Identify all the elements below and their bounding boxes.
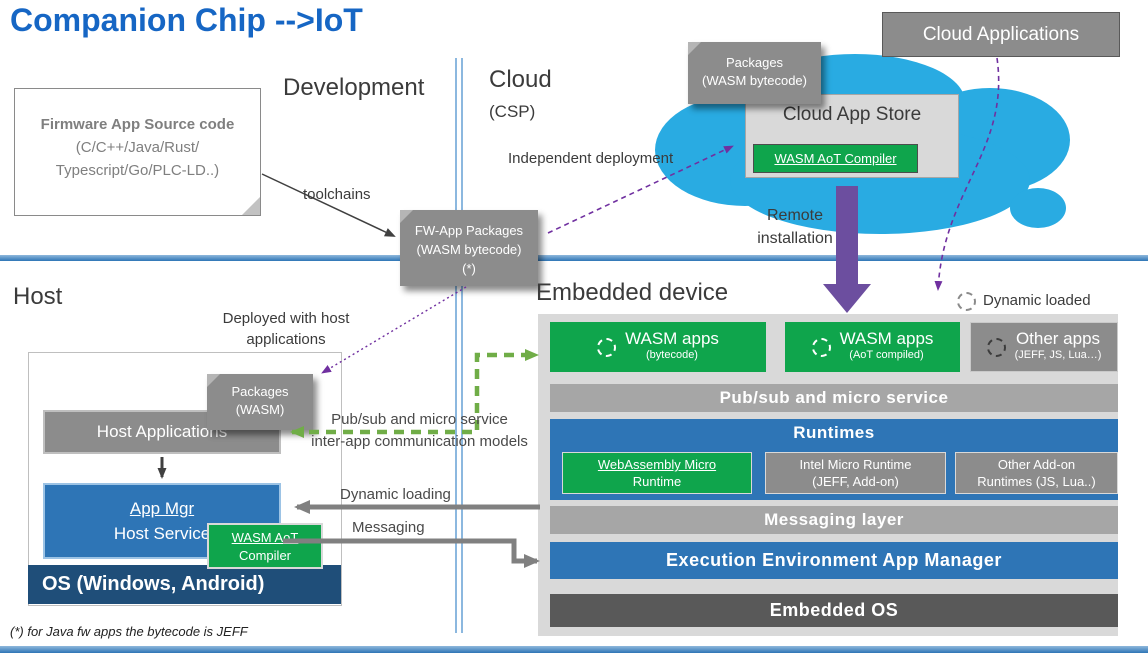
spinner-icon [811,337,831,357]
pubsub-models-label: Pub/sub and micro service inter-app comm… [297,409,542,453]
host-applications-box: Host Applications [43,410,281,454]
remote-installation-line1: Remote [766,207,824,224]
spinner-icon [986,337,1006,357]
fw-packages-line1: FW-App Packages [414,223,524,238]
app-mgr-line2: Host Service [113,524,211,543]
fw-app-packages-note: FW-App Packages (WASM bytecode) (*) [400,210,538,286]
vertical-divider [455,58,463,633]
wasm-apps-bytecode-title: WASM apps [625,329,719,348]
host-wasm-aot-compiler-box: WASM AoT Compiler [207,523,323,569]
remote-installation-label: Remote installation [745,204,845,250]
wamr-line1: WebAssembly Micro [597,457,717,472]
toolchains-arrow [261,173,396,237]
wasm-apps-bytecode-box: WASM apps (bytecode) [550,322,766,372]
host-os-bar: OS (Windows, Android) [28,565,341,604]
folded-corner-icon [242,197,260,215]
wasm-apps-aot-subtitle: (AoT compiled) [849,349,924,361]
host-wasm-aot-line1: WASM AoT [231,530,299,545]
dynamic-loaded-label: Dynamic loaded [983,292,1091,309]
cloud-wasm-aot-compiler-box: WASM AoT Compiler [753,144,918,173]
host-container [28,352,342,606]
deployed-line1: Deployed with host [222,310,350,327]
firmware-source-line3: Typescript/Go/PLC-LD..) [55,162,220,179]
cloud-packages-line2: (WASM bytecode) [702,73,807,88]
pubsub-models-line1: Pub/sub and micro service [331,411,508,428]
messaging-label: Messaging [352,519,425,536]
wamr-line2: Runtime [632,474,682,489]
wasm-apps-bytecode-subtitle: (bytecode) [646,349,698,361]
folded-corner-icon [207,374,220,387]
section-label-development: Development [283,74,425,101]
fw-packages-line3: (*) [462,261,476,276]
firmware-source-title: Firmware App Source code [40,116,235,133]
app-mgr-line1: App Mgr [129,499,195,518]
independent-deployment-label: Independent deployment [508,150,674,167]
deployed-line2: applications [246,331,326,348]
deployed-with-host-label: Deployed with host applications [206,308,366,350]
dynamic-loading-label: Dynamic loading [340,486,451,503]
other-runtime-line2: Runtimes (JS, Lua..) [977,474,1096,489]
host-packages-line2: (WASM) [235,402,285,417]
other-runtime-line1: Other Add-on [997,457,1076,472]
pubsub-micro-service-bar: Pub/sub and micro service [550,384,1118,412]
folded-corner-icon [688,42,701,55]
spinner-icon [597,337,617,357]
footnote: (*) for Java fw apps the bytecode is JEF… [10,624,248,639]
intel-micro-runtime-box: Intel Micro Runtime (JEFF, Add-on) [765,452,946,494]
intel-runtime-line1: Intel Micro Runtime [799,457,912,472]
page-title: Companion Chip -->IoT [10,2,363,38]
spinner-icon [957,292,976,311]
webassembly-micro-runtime-box: WebAssembly Micro Runtime [562,452,752,494]
runtimes-title: Runtimes [793,423,875,442]
cloud-packages-note: Packages (WASM bytecode) [688,42,821,104]
cloud-applications-box: Cloud Applications [882,12,1120,57]
execution-environment-bar: Execution Environment App Manager [550,542,1118,579]
section-label-host: Host [13,283,63,310]
cloud-app-store-title: Cloud App Store [782,104,922,125]
firmware-source-line2: (C/C++/Java/Rust/ [75,139,200,156]
folded-corner-icon [400,210,413,223]
pubsub-models-line2: inter-app communication models [311,433,528,450]
section-label-csp: (CSP) [489,102,536,121]
host-wasm-aot-line2: Compiler [238,548,291,563]
wasm-apps-aot-box: WASM apps (AoT compiled) [785,322,960,372]
horizontal-divider [0,255,1148,261]
fw-packages-line2: (WASM bytecode) [416,242,522,257]
other-addon-runtimes-box: Other Add-on Runtimes (JS, Lua..) [955,452,1118,494]
cloud-packages-line1: Packages [725,55,784,70]
host-packages-line1: Packages [231,384,289,399]
other-apps-box: Other apps (JEFF, JS, Lua…) [970,322,1118,372]
toolchains-label: toolchains [303,186,371,203]
remote-installation-line2: installation [757,230,833,247]
section-label-cloud: Cloud [489,66,552,93]
other-apps-subtitle: (JEFF, JS, Lua…) [1014,349,1102,361]
wasm-apps-aot-title: WASM apps [839,329,934,348]
messaging-layer-bar: Messaging layer [550,506,1118,534]
section-label-embedded-device: Embedded device [536,279,729,306]
embedded-os-bar: Embedded OS [550,594,1118,627]
bottom-edge-bar [0,646,1148,653]
intel-runtime-line2: (JEFF, Add-on) [812,474,899,489]
firmware-source-box: Firmware App Source code (C/C++/Java/Rus… [14,88,261,216]
other-apps-title: Other apps [1015,329,1101,348]
